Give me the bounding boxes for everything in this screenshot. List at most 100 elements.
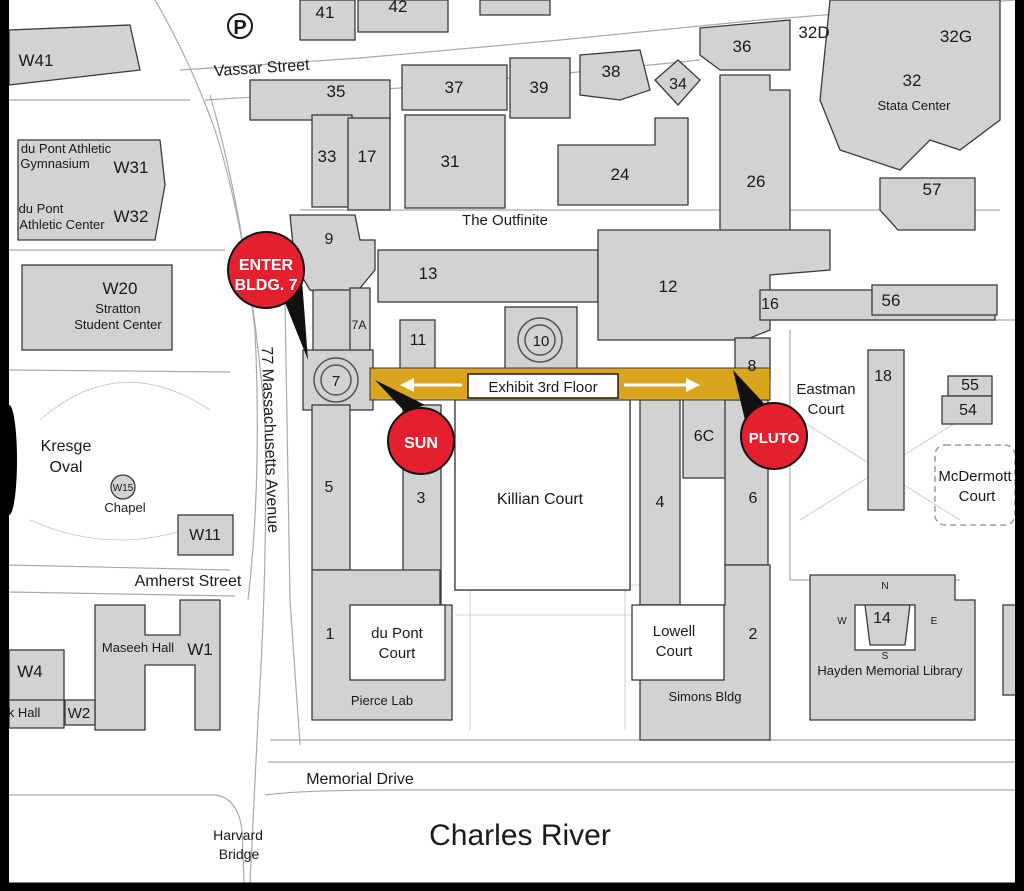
mass-ave-label: 77 Massachusetts Avenue — [258, 346, 282, 533]
killian-court-label: Killian Court — [497, 491, 584, 508]
w31-name-line1: du Pont Athletic — [21, 141, 112, 156]
w20-name-line2: Student Center — [74, 317, 162, 332]
building-w31: W31 — [114, 158, 149, 177]
building-w32: W32 — [114, 207, 149, 226]
building-38: 38 — [602, 62, 621, 81]
building-w20: W20 — [103, 279, 138, 298]
building-24: 24 — [611, 165, 630, 184]
building-32: 32 — [903, 71, 922, 90]
memorial-drive-label: Memorial Drive — [306, 771, 414, 788]
sun-marker-label: SUN — [404, 435, 438, 452]
building-39: 39 — [530, 78, 549, 97]
dupont-court-line1: du Pont — [371, 625, 424, 642]
building-54: 54 — [959, 402, 977, 419]
vassar-street: Vassar Street — [213, 57, 310, 81]
building-1: 1 — [326, 626, 335, 643]
map-labels: P 41 42 Vassar Street 36 32D 32G 32 Stat… — [8, 0, 1013, 862]
building-55: 55 — [961, 377, 979, 394]
outfinite-label: The Outfinite — [462, 212, 548, 229]
building-42: 42 — [389, 0, 408, 16]
building-37: 37 — [445, 78, 464, 97]
building-6: 6 — [749, 490, 758, 507]
building-57: 57 — [923, 180, 942, 199]
enter-marker-line1: ENTER — [239, 257, 294, 274]
building-56: 56 — [882, 291, 901, 310]
lowell-court-line2: Court — [656, 643, 694, 660]
harvard-bridge-line2: Bridge — [219, 846, 260, 862]
building-w1: W1 — [187, 640, 213, 659]
building-w11: W11 — [189, 527, 221, 544]
building-32g: 32G — [940, 27, 972, 46]
dome-symbols — [313, 317, 563, 403]
building-26: 26 — [747, 172, 766, 191]
harvard-bridge-line1: Harvard — [213, 827, 263, 843]
stata-center-label: Stata Center — [878, 98, 952, 113]
building-33: 33 — [318, 147, 337, 166]
maseeh-hall-label: Maseeh Hall — [102, 640, 174, 655]
building-14: 14 — [873, 610, 891, 627]
building-w4: W4 — [17, 662, 43, 681]
pluto-marker-label: PLUTO — [749, 430, 800, 447]
building-w15: W15 — [113, 483, 134, 494]
building-3: 3 — [417, 490, 426, 507]
building-34: 34 — [669, 76, 687, 93]
building-5: 5 — [325, 479, 334, 496]
eastman-court-line1: Eastman — [796, 381, 855, 398]
building-4: 4 — [656, 494, 665, 511]
w32-name-line1: du Pont — [19, 201, 64, 216]
compass-north: N — [881, 581, 888, 592]
buildings — [1, 0, 1024, 741]
building-11: 11 — [410, 332, 427, 349]
building-7: 7 — [332, 373, 340, 390]
w20-name-line1: Stratton — [95, 301, 141, 316]
parking-symbol: P — [233, 17, 246, 39]
sun-marker: SUN — [375, 380, 455, 475]
kresge-oval-line1: Kresge — [41, 438, 92, 455]
chapel-label: Chapel — [104, 500, 145, 515]
road-network — [8, 0, 1016, 884]
building-18: 18 — [874, 368, 892, 385]
mcdermott-court-line2: Court — [959, 488, 997, 505]
kresge-oval-line2: Oval — [50, 459, 83, 476]
exhibit-label-box — [467, 373, 619, 399]
charles-river-label: Charles River — [429, 819, 611, 852]
building-32d: 32D — [798, 23, 829, 42]
building-41: 41 — [316, 3, 335, 22]
w32-name-line2: Athletic Center — [19, 217, 105, 232]
amherst-street: Amherst Street — [135, 573, 242, 590]
building-17: 17 — [358, 147, 377, 166]
exhibit-corridor: Exhibit 3rd Floor — [369, 367, 771, 401]
building-7a: 7A — [352, 318, 367, 332]
building-6c: 6C — [694, 428, 714, 445]
building-9: 9 — [325, 231, 334, 248]
k-hall-label: k Hall — [8, 705, 41, 720]
w31-name-line2: Gymnasium — [20, 156, 89, 171]
compass-west: W — [837, 616, 847, 627]
building-31: 31 — [441, 152, 460, 171]
building-w41: W41 — [19, 51, 54, 70]
building-10: 10 — [533, 333, 550, 350]
building-16: 16 — [761, 296, 779, 313]
lowell-court-line1: Lowell — [653, 623, 696, 640]
pierce-lab-label: Pierce Lab — [351, 693, 413, 708]
building-35: 35 — [327, 82, 346, 101]
simons-bldg-label: Simons Bldg — [669, 689, 742, 704]
building-13: 13 — [419, 264, 438, 283]
enter-marker-line2: BLDG. 7 — [234, 277, 297, 294]
building-w2: W2 — [68, 705, 91, 722]
building-8: 8 — [748, 358, 757, 375]
eastman-court-line2: Court — [808, 401, 846, 418]
building-36: 36 — [733, 37, 752, 56]
exhibit-label: Exhibit 3rd Floor — [488, 379, 597, 396]
mcdermott-court-line1: McDermott — [938, 468, 1012, 485]
compass-south: S — [882, 651, 889, 662]
hayden-library-label: Hayden Memorial Library — [817, 663, 963, 678]
pluto-marker: PLUTO — [733, 370, 808, 470]
dupont-court-line2: Court — [379, 645, 417, 662]
building-12: 12 — [659, 277, 678, 296]
enter-bldg-7-marker: ENTER BLDG. 7 — [227, 231, 308, 360]
building-2: 2 — [749, 626, 758, 643]
